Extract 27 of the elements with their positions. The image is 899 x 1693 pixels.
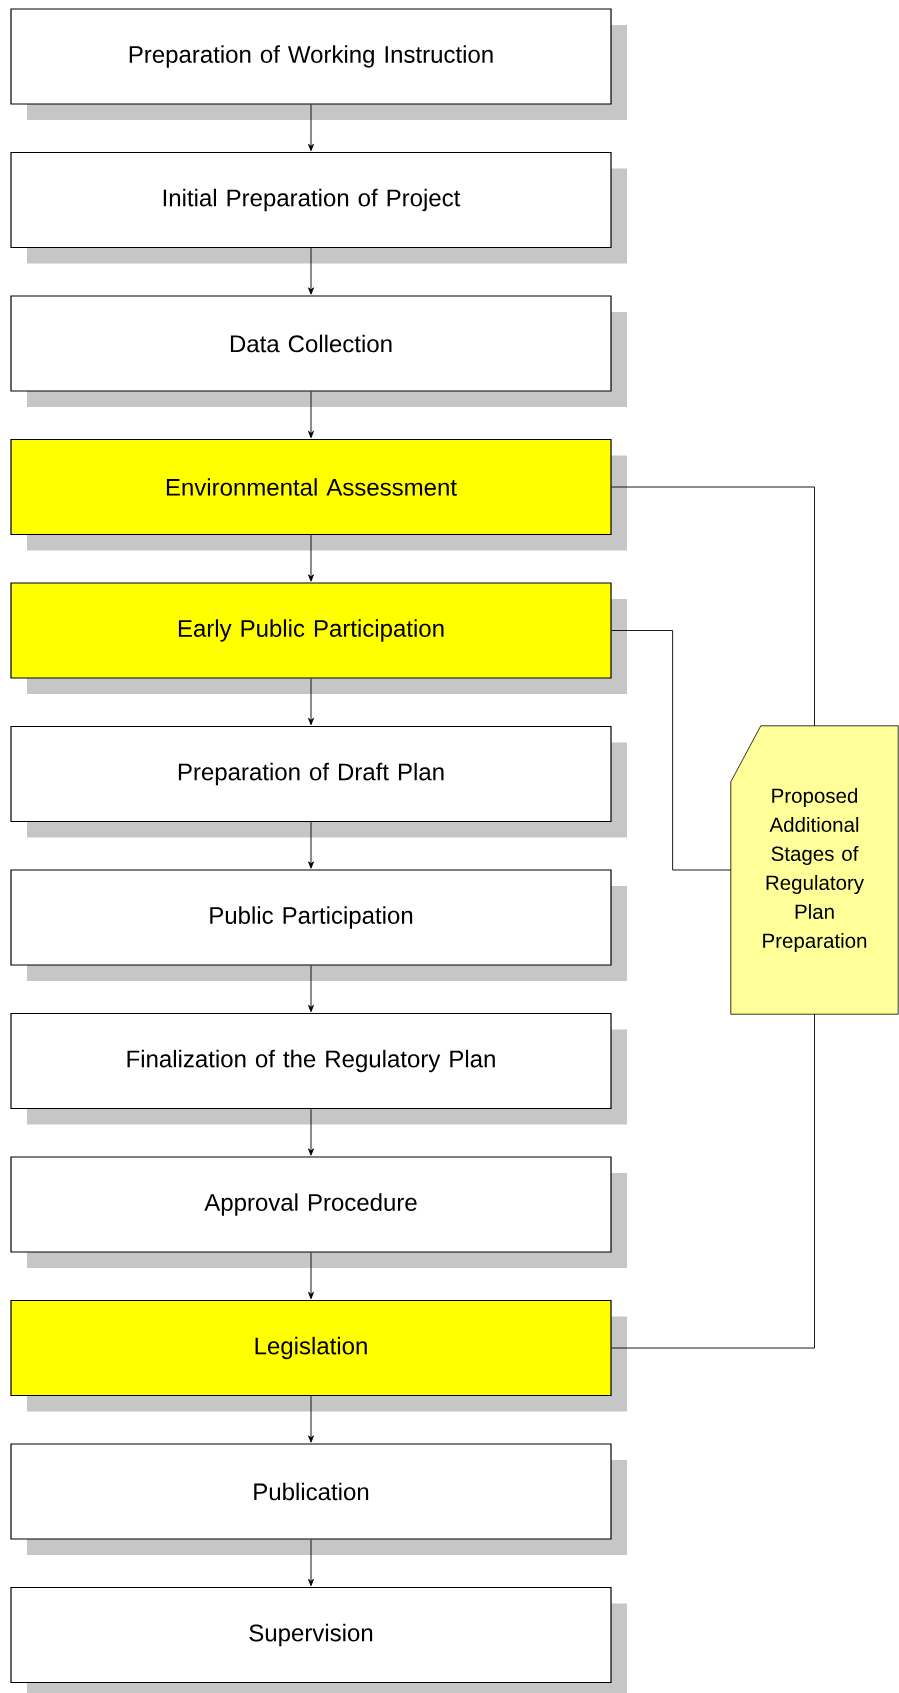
process-box: Environmental Assessment — [10, 438, 627, 551]
process-box: Finalization of the Regulatory Plan — [10, 1012, 627, 1125]
process-box: Early Public Participation — [10, 582, 627, 694]
arrow — [308, 965, 314, 1013]
arrow — [308, 1108, 314, 1156]
process-box: Initial Preparation of Project — [10, 151, 627, 264]
connector-line — [611, 486, 815, 727]
arrow — [308, 1395, 314, 1443]
arrow — [308, 247, 314, 295]
connector-line — [611, 630, 732, 871]
process-box: Approval Procedure — [10, 1156, 627, 1268]
process-box: Publication — [10, 1443, 627, 1555]
arrow — [308, 1539, 314, 1587]
arrow — [308, 391, 314, 439]
note-box: Proposed Additional Stages of Regulatory Plan Preparation — [730, 725, 899, 1015]
connector-line — [611, 1013, 815, 1349]
arrow — [308, 534, 314, 582]
process-box: Legislation — [10, 1299, 627, 1412]
arrow — [308, 1252, 314, 1300]
process-box: Public Participation — [10, 869, 627, 981]
arrow — [308, 821, 314, 869]
process-box: Supervision — [10, 1586, 627, 1693]
process-box: Preparation of Working Instruction — [10, 8, 627, 120]
process-box: Preparation of Draft Plan — [10, 725, 627, 838]
arrow — [308, 104, 314, 152]
process-box: Data Collection — [10, 295, 627, 407]
arrow — [308, 678, 314, 726]
